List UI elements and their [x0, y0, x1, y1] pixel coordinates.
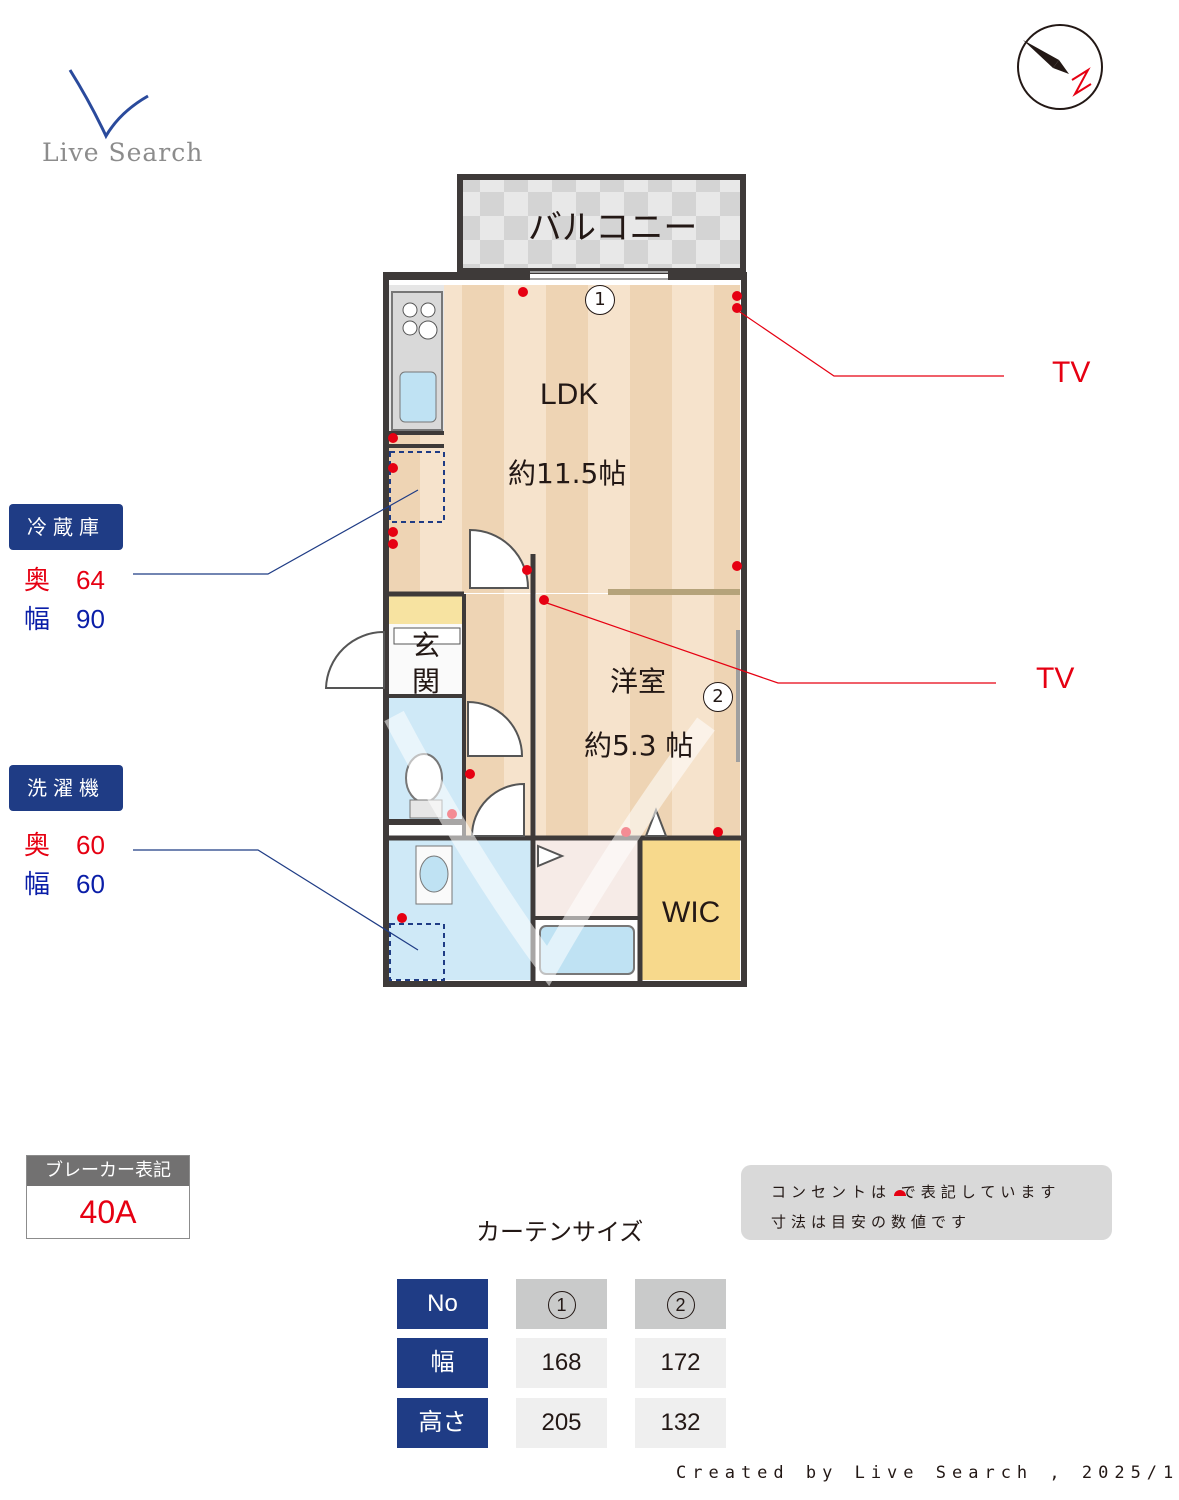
curtain-height-2: 132	[635, 1398, 726, 1448]
breaker-title: ブレーカー表記	[27, 1156, 189, 1186]
window-marker-1: 1	[585, 285, 615, 315]
curtain-row-width-label: 幅	[397, 1338, 488, 1388]
curtain-header-1: 1	[516, 1279, 607, 1329]
western-room-size-label: 約5.3 帖	[584, 729, 694, 762]
curtain-height-1: 205	[516, 1398, 607, 1448]
tv-label-western: TV	[1036, 662, 1075, 695]
outlet-note: コンセントは で表記しています 寸法は目安の数値です	[741, 1165, 1112, 1240]
curtain-title: カーテンサイズ	[476, 1218, 644, 1246]
wic-label: WIC	[662, 896, 721, 929]
curtain-width-1: 168	[516, 1338, 607, 1388]
entrance-label-1: 玄	[412, 629, 441, 662]
compass-icon	[1017, 24, 1103, 110]
breaker-box: ブレーカー表記 40A	[26, 1155, 190, 1239]
live-search-logo-icon	[68, 69, 149, 140]
balcony-label: バルコニー	[528, 208, 698, 248]
curtain-header-2: 2	[635, 1279, 726, 1329]
breaker-value: 40A	[79, 1194, 137, 1230]
note-line-2: 寸法は目安の数値です	[771, 1213, 972, 1231]
outlet-marker-icon	[894, 1190, 906, 1196]
leader-lines	[133, 309, 1004, 951]
tv-label-ldk: TV	[1052, 356, 1091, 389]
curtain-row-height-label: 高さ	[397, 1398, 488, 1448]
entrance-label-2: 関	[412, 665, 441, 698]
fridge-tag: 冷蔵庫	[9, 504, 123, 550]
logo-text: Live Search	[42, 138, 204, 167]
curtain-header-no: No	[397, 1279, 488, 1329]
note-line-1: コンセントは で表記しています	[771, 1183, 1061, 1201]
curtain-width-2: 172	[635, 1338, 726, 1388]
ldk-label: LDK	[540, 378, 599, 411]
western-room-label: 洋室	[610, 665, 667, 698]
footer-credit: Created by Live Search , 2025/1	[676, 1463, 1179, 1483]
washer-tag: 洗濯機	[9, 765, 123, 811]
window-marker-2: 2	[703, 682, 733, 712]
ldk-size-label: 約11.5帖	[508, 457, 627, 490]
